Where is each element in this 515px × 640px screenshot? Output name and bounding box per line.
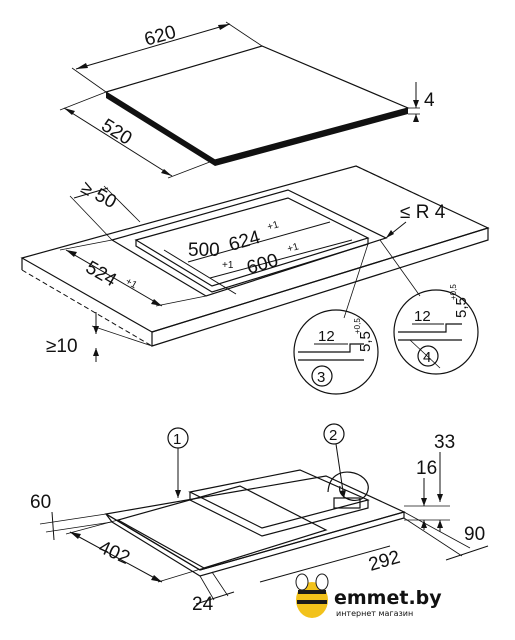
radius-r4-label: ≤ R 4 <box>400 202 446 223</box>
outer-width-624-label: 624 <box>226 227 263 256</box>
detail-3: 12 5,5 +0,5 3 <box>293 309 379 395</box>
worktop-edge <box>151 227 489 347</box>
underside-view: 1 2 33 16 60 402 24 <box>30 423 489 615</box>
detail-3-circle <box>293 309 379 395</box>
depth-520-label: 520 <box>97 115 135 150</box>
connection-box <box>333 497 361 509</box>
detail-3-number: 3 <box>317 369 325 386</box>
hob-underside <box>104 475 406 571</box>
detail-4-tol: +0,5 <box>449 284 458 300</box>
dim-33-label: 33 <box>434 432 455 453</box>
inner-width-600-label: 600 <box>244 250 280 279</box>
hob-plate-top <box>104 45 410 161</box>
width-620-label: 620 <box>142 22 178 51</box>
detail-4-depth: 5,5 <box>453 297 470 318</box>
callout-2: 2 <box>329 427 337 444</box>
worktop-min-10-label: ≥10 <box>46 336 78 357</box>
outer-width-tol-label: +1 <box>266 219 280 233</box>
dim-60-label: 60 <box>30 492 51 513</box>
thickness-4-label: 4 <box>424 90 435 111</box>
inner-depth-500-label: 500 <box>188 240 220 261</box>
emmet-logo: emmet.by интернет магазин <box>295 573 442 618</box>
inner-depth-tol-label: +1 <box>222 260 234 271</box>
callout-2-circle <box>323 423 345 445</box>
dim-24-label: 24 <box>192 594 214 615</box>
logo-brand: emmet.by <box>334 587 442 609</box>
hob-plate-edge <box>106 92 408 166</box>
detail-3-tol: +0,5 <box>353 318 362 334</box>
outer-depth-tol-label: +1 <box>123 276 139 291</box>
logo-tagline: интернет магазин <box>336 609 413 618</box>
detail-4: 12 5,5 +0,5 4 <box>393 284 479 375</box>
dim-16-label: 16 <box>416 458 437 479</box>
detail-4-width: 12 <box>414 308 431 325</box>
hob-plate-view: 620 520 4 <box>59 21 435 179</box>
dim-402-label: 402 <box>95 537 133 569</box>
callout-1: 1 <box>173 431 181 448</box>
detail-4-number: 4 <box>423 349 431 366</box>
detail-3-depth: 5,5 <box>357 331 374 352</box>
inner-width-tol-label: +1 <box>286 241 300 255</box>
power-cable <box>327 471 369 501</box>
edge-min-50-label: ≥ 50 <box>77 177 119 213</box>
detail-3-width: 12 <box>318 328 335 345</box>
worktop-cutout-view: ≥ 50 ≤ R 4 624 +1 600 +1 500 +1 524 +1 ≥… <box>20 165 490 362</box>
dim-90-label: 90 <box>464 524 485 545</box>
detail-4-circle <box>393 289 479 375</box>
